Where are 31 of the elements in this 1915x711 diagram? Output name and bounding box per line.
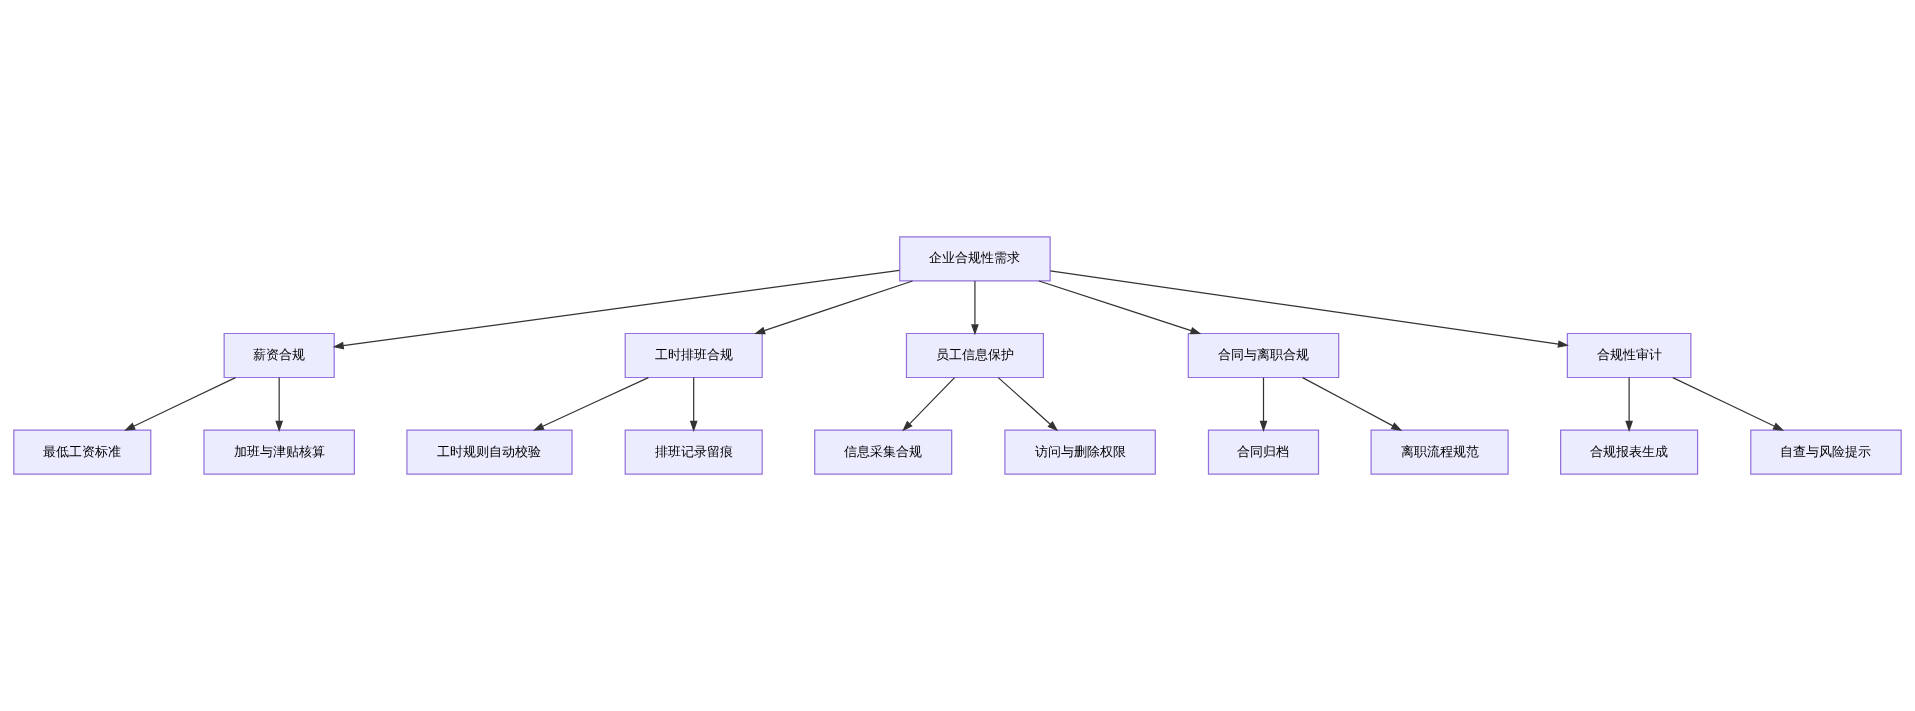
arrow (1301, 377, 1403, 431)
arrow (1672, 377, 1785, 431)
arrow (997, 377, 1059, 432)
arrow (533, 377, 649, 431)
node-box: 员工信息保护 (905, 332, 1044, 379)
node-box: 最低工资标准 (13, 429, 152, 475)
node-box: 合规报表生成 (1560, 429, 1699, 475)
arrow (1625, 377, 1633, 432)
node-box: 排班记录留痕 (624, 429, 763, 475)
node-box: 企业合规性需求 (899, 236, 1051, 282)
node-box: 合同归档 (1207, 429, 1320, 475)
node-box: 合同与离职合规 (1187, 332, 1340, 379)
arrow (275, 377, 283, 432)
arrow (902, 377, 956, 432)
node-box: 信息采集合规 (814, 429, 953, 475)
node-box: 工时排班合规 (624, 332, 763, 379)
node-box: 工时规则自动校验 (406, 429, 573, 475)
arrow (1049, 270, 1569, 348)
arrow (689, 377, 698, 432)
arrow (1038, 280, 1202, 335)
node-box: 离职流程规范 (1370, 429, 1509, 475)
arrow (971, 280, 979, 336)
arrow (124, 377, 237, 431)
arrow (332, 269, 901, 350)
node-box: 薪资合规 (223, 332, 335, 379)
node-box: 合规性审计 (1566, 332, 1692, 379)
arrow (1259, 377, 1268, 432)
node-box: 加班与津贴核算 (203, 429, 355, 475)
arrow (754, 280, 914, 335)
node-box: 自查与风险提示 (1750, 429, 1902, 475)
node-box: 访问与删除权限 (1004, 429, 1156, 475)
